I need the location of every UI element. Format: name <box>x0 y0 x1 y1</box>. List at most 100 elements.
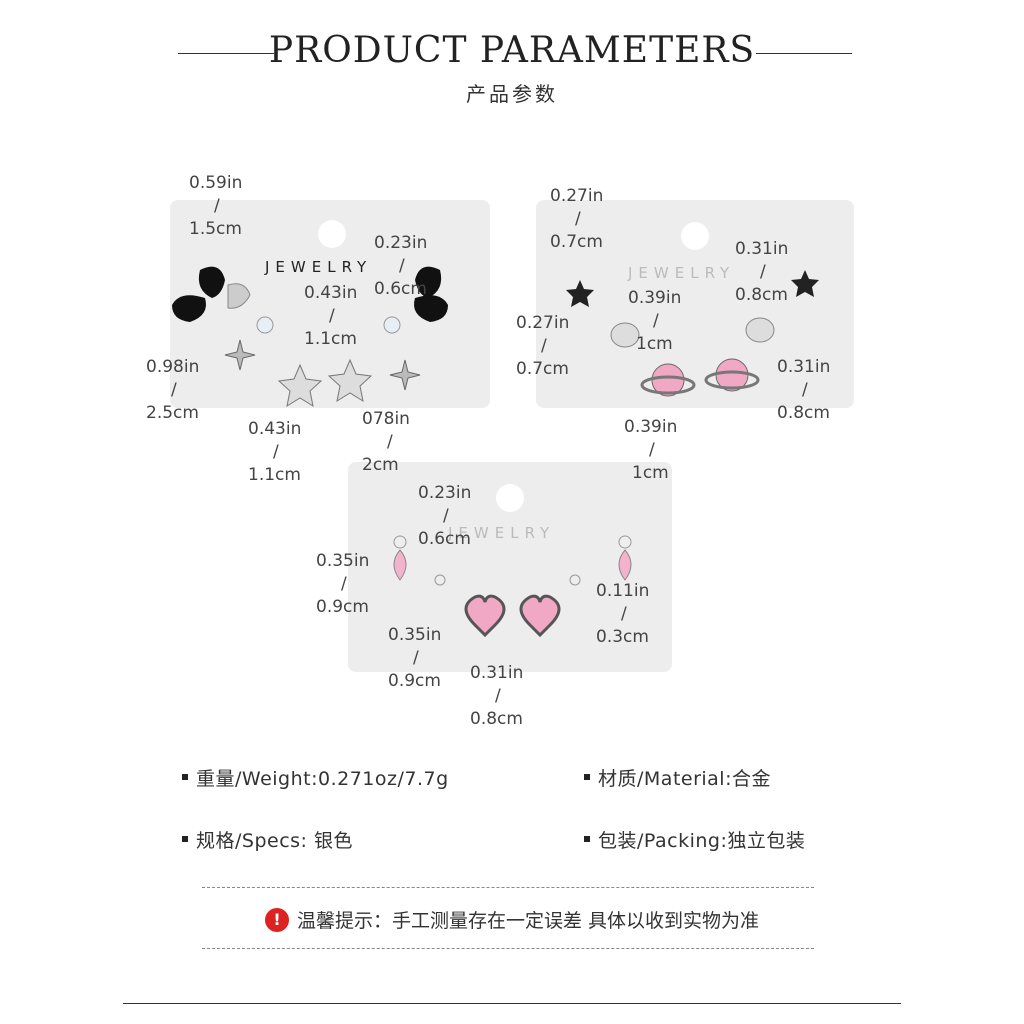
measure-in: 0.31in <box>735 239 789 259</box>
star-saturn-earrings-image <box>566 270 819 397</box>
measure-in: 0.39in <box>628 288 682 308</box>
measure-sep: / <box>621 604 627 624</box>
measure-label: 0.39in / 1cm <box>624 416 677 485</box>
measure-sep: / <box>443 506 449 526</box>
measure-label: 0.35in / 0.9cm <box>316 550 369 619</box>
page-subtitle: 产品参数 <box>466 82 558 106</box>
measure-cm: 0.9cm <box>316 597 369 617</box>
measure-sep: / <box>760 262 766 282</box>
bullet-icon <box>584 773 590 780</box>
measure-label: 0.31in / 0.8cm <box>470 662 523 731</box>
divider-top <box>202 887 814 888</box>
header-rule-right <box>756 53 852 54</box>
measure-cm: 0.7cm <box>550 232 603 252</box>
measure-in: 0.23in <box>374 233 428 253</box>
header-rule-left <box>178 53 274 54</box>
card-brand: JEWELRY <box>448 524 556 542</box>
measure-in: 0.98in <box>146 357 200 377</box>
measure-cm: 2cm <box>362 455 399 475</box>
bullet-icon <box>584 835 590 842</box>
measure-sep: / <box>214 196 220 216</box>
measure-cm: 0.8cm <box>735 285 788 305</box>
measure-sep: / <box>495 686 501 706</box>
butterfly-earrings-image <box>172 266 448 408</box>
measure-in: 0.43in <box>304 283 358 303</box>
divider-bottom <box>202 948 814 949</box>
measure-sep: / <box>649 440 655 460</box>
measure-label: 0.27in / 0.7cm <box>516 312 569 381</box>
measure-sep: / <box>171 380 177 400</box>
warning-icon: ! <box>264 907 289 932</box>
measure-in: 0.39in <box>624 417 678 437</box>
card-brand: JEWELRY <box>265 258 373 276</box>
spec-packing-text: 包装/Packing:独立包装 <box>598 830 806 852</box>
heart-earrings-image <box>393 535 632 638</box>
measure-in: 078in <box>362 409 410 429</box>
card-brand: JEWELRY <box>628 264 736 282</box>
measure-sep: / <box>329 306 335 326</box>
measure-cm: 0.7cm <box>516 359 569 379</box>
measure-cm: 0.3cm <box>596 627 649 647</box>
page-title: PRODUCT PARAMETERS <box>268 30 756 71</box>
right-butterfly <box>414 266 448 322</box>
left-butterfly <box>172 266 251 322</box>
spec-specs: 规格/Specs: 银色 <box>182 826 353 853</box>
measure-in: 0.23in <box>418 483 472 503</box>
notice: ! 温馨提示：手工测量存在一定误差 具体以收到实物为准 <box>0 906 1024 934</box>
spec-weight: 重量/Weight:0.271oz/7.7g <box>182 764 449 791</box>
measure-label: 0.35in / 0.9cm <box>388 624 441 693</box>
measure-cm: 2.5cm <box>146 403 199 423</box>
card-hole <box>496 484 524 512</box>
measure-label: 078in / 2cm <box>362 408 410 477</box>
measure-cm: 1cm <box>636 334 673 354</box>
measure-label: 0.23in / 0.6cm <box>418 482 471 551</box>
measure-in: 0.31in <box>777 357 831 377</box>
measure-sep: / <box>413 648 419 668</box>
measure-cm: 1.1cm <box>304 329 357 349</box>
notice-text: 温馨提示：手工测量存在一定误差 具体以收到实物为准 <box>296 910 760 932</box>
product-card-star-saturn: JEWELRY <box>536 200 854 408</box>
measure-in: 0.43in <box>248 419 302 439</box>
spec-specs-text: 规格/Specs: 银色 <box>196 830 353 852</box>
measure-label: 0.39in / 1cm <box>628 287 681 356</box>
measure-sep: / <box>399 256 405 276</box>
measure-sep: / <box>802 380 808 400</box>
measure-in: 0.35in <box>388 625 442 645</box>
measure-in: 0.27in <box>550 186 604 206</box>
bullet-icon <box>182 835 188 842</box>
measure-label: 0.31in / 0.8cm <box>735 238 788 307</box>
measure-sep: / <box>653 311 659 331</box>
card-hole <box>681 222 709 250</box>
measure-in: 0.31in <box>470 663 524 683</box>
measure-label: 0.98in / 2.5cm <box>146 356 199 425</box>
measure-label: 0.11in / 0.3cm <box>596 580 649 649</box>
measure-in: 0.27in <box>516 313 570 333</box>
measure-label: 0.23in / 0.6cm <box>374 232 427 301</box>
measure-sep: / <box>541 336 547 356</box>
measure-in: 0.35in <box>316 551 370 571</box>
measure-in: 0.11in <box>596 581 650 601</box>
measure-sep: / <box>387 432 393 452</box>
measure-cm: 1.1cm <box>248 465 301 485</box>
spec-material: 材质/Material:合金 <box>584 764 771 791</box>
footer-rule <box>123 1003 901 1004</box>
measure-label: 0.31in / 0.8cm <box>777 356 830 425</box>
card-hole <box>318 220 346 248</box>
measure-label: 0.43in / 1.1cm <box>248 418 301 487</box>
measure-cm: 0.8cm <box>777 403 830 423</box>
bullet-icon <box>182 773 188 780</box>
product-card-heart: JEWELRY <box>348 462 672 672</box>
measure-sep: / <box>341 574 347 594</box>
spec-material-text: 材质/Material:合金 <box>598 768 771 790</box>
measure-cm: 0.9cm <box>388 671 441 691</box>
measure-label: 0.43in / 1.1cm <box>304 282 357 351</box>
measure-cm: 1.5cm <box>189 219 242 239</box>
measure-label: 0.59in / 1.5cm <box>189 172 242 241</box>
measure-cm: 0.6cm <box>374 279 427 299</box>
measure-in: 0.59in <box>189 173 243 193</box>
measure-label: 0.27in / 0.7cm <box>550 185 603 254</box>
measure-cm: 1cm <box>632 463 669 483</box>
spec-packing: 包装/Packing:独立包装 <box>584 826 805 853</box>
measure-sep: / <box>273 442 279 462</box>
spec-weight-text: 重量/Weight:0.271oz/7.7g <box>196 768 449 790</box>
